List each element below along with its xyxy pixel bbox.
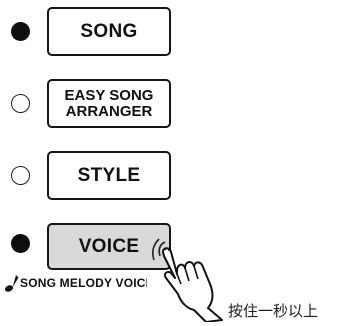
pointing-hand-icon	[152, 238, 223, 322]
easy-song-arranger-button[interactable]: EASY SONG ARRANGER	[47, 79, 171, 128]
easy-song-arranger-led-indicator	[11, 94, 30, 113]
style-led-indicator	[11, 166, 30, 185]
style-button[interactable]: STYLE	[47, 151, 171, 200]
song-button[interactable]: SONG	[47, 7, 171, 56]
easy-song-arranger-label-line2: ARRANGER	[65, 102, 153, 120]
voice-button[interactable]: VOICE	[47, 223, 171, 270]
easy-song-arranger-label-line1: EASY SONG	[64, 86, 154, 104]
song-button-label: SONG	[80, 20, 138, 42]
song-led-indicator	[11, 22, 30, 41]
voice-led-indicator	[11, 234, 30, 253]
song-melody-voice-label: SONG MELODY VOICE	[20, 276, 147, 290]
hold-instruction-caption: 按住一秒以上	[228, 302, 319, 320]
eighth-note-icon	[4, 275, 19, 292]
voice-button-label: VOICE	[78, 235, 140, 257]
style-button-label: STYLE	[77, 164, 141, 186]
